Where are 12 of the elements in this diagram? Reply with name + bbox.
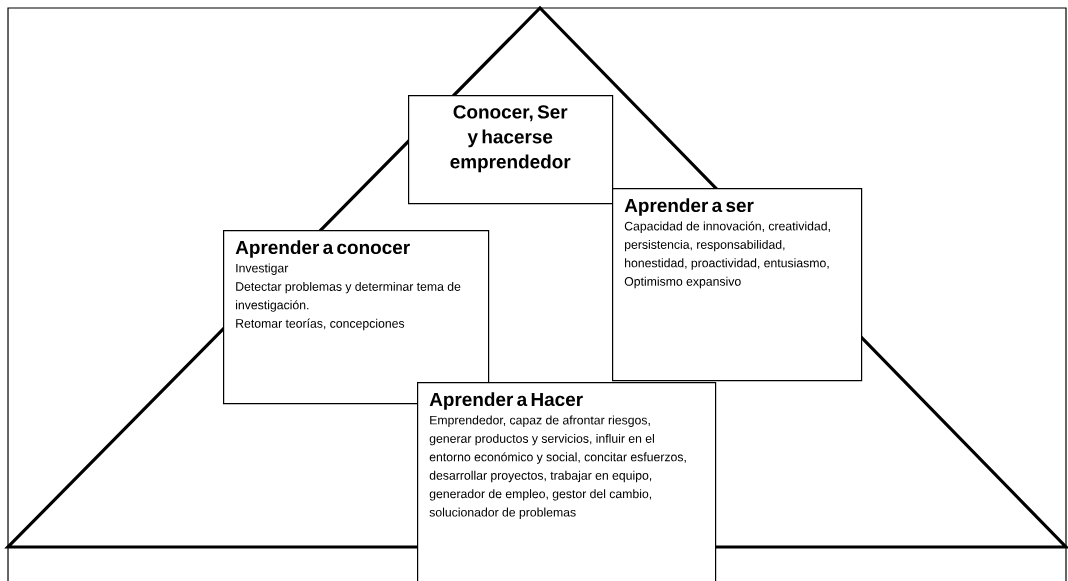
text-box (408, 95, 614, 205)
node-label: Investigar (236, 263, 289, 275)
text-box (417, 382, 717, 581)
node-label: Aprender a Hacer (429, 392, 583, 410)
node-label: Aprender a ser (624, 198, 754, 216)
node-label: Capacidad de innovación, creatividad, persistencia, responsabilidad, honestidad, proactividad, entusiasmo, Optimismo expansivo (624, 221, 830, 289)
node-label: Detectar problemas y determinar tema de investigación. (236, 281, 461, 312)
node-label: Aprender a conocer (235, 240, 410, 258)
node-label: Emprendedor, capaz de afrontar riesgos, generar productos y servicios, influir en el entorno económico y social, concitar esfuerzos, desarrollar proyectos, trabajar en equipo, generador de empleo, gestor del cambio, solucionador de problemas (429, 415, 686, 520)
node-label: Retomar teorías, concepciones (236, 318, 405, 331)
text-box (612, 188, 863, 382)
node-label: Conocer, Ser y hacerse emprendedor (450, 105, 571, 173)
